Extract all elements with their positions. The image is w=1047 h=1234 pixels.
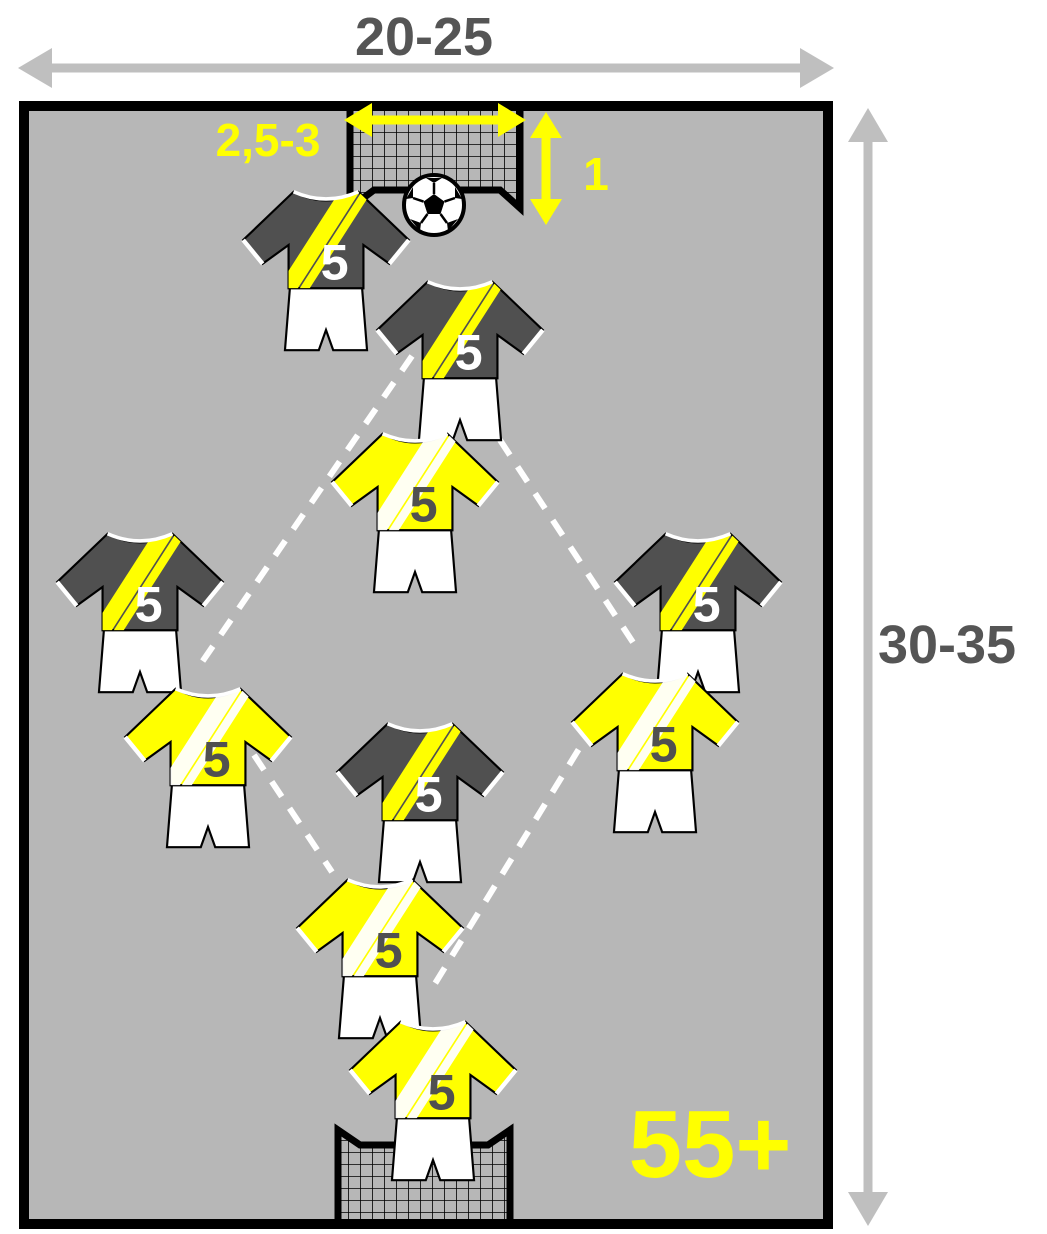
jersey-number: 5 — [135, 576, 163, 633]
jersey-number: 5 — [415, 766, 443, 823]
field-width-label: 20-25 — [355, 7, 493, 67]
field-length-label: 30-35 — [878, 615, 1016, 675]
jersey-number: 5 — [693, 576, 721, 633]
jersey-number: 5 — [650, 716, 678, 773]
goal-height-label: 1 — [583, 148, 609, 200]
jersey-number: 5 — [203, 731, 231, 788]
jersey-number: 5 — [455, 324, 483, 381]
soccer-ball-icon — [404, 175, 464, 235]
age-category-label: 55+ — [629, 1091, 792, 1198]
jersey-number: 5 — [321, 234, 349, 291]
jersey-number: 5 — [410, 476, 438, 533]
jersey-number: 5 — [428, 1064, 456, 1121]
goal-width-label: 2,5-3 — [216, 114, 321, 166]
jersey-number: 5 — [375, 922, 403, 979]
